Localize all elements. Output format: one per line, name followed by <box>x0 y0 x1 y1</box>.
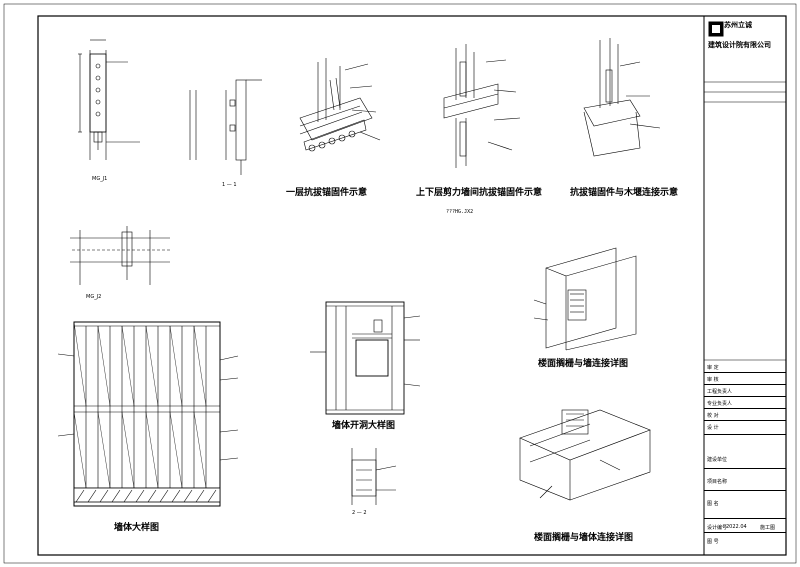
mg-j2-detail <box>70 226 172 285</box>
row-discipline-lead: 专业负责人 <box>707 401 733 407</box>
row-approve: 审 定 <box>707 365 719 371</box>
mg-j2-label: MG_J2 <box>86 294 102 300</box>
section-2-2-label: 2 — 2 <box>352 510 367 516</box>
joist-wall-title-2: 楼面搁栅与墙体连接详图 <box>534 533 634 543</box>
tb-divider-2 <box>704 384 786 385</box>
tb-divider-7 <box>704 468 786 469</box>
joist-wall-detail-2 <box>519 409 651 501</box>
company-name: 苏州立诚 <box>724 21 752 29</box>
one-storey-anchor-sketch <box>299 58 381 152</box>
tb-divider-10 <box>704 532 786 533</box>
wall-opening-drawing <box>310 301 421 415</box>
section-2-2-detail <box>351 448 397 505</box>
joist-wall-detail-1 <box>533 247 637 351</box>
row-client: 建设单位 <box>707 457 728 463</box>
row-project-name: 项目名称 <box>707 479 728 485</box>
tb-divider-8 <box>704 490 786 491</box>
wall-detail-drawing <box>57 321 239 507</box>
outer-border <box>3 3 797 564</box>
section-1-1-detail <box>189 79 262 175</box>
row-drawing-number: 图 号 <box>707 539 719 545</box>
one-storey-anchor-title: 一层抗拔锚固件示意 <box>286 188 368 198</box>
title-block-frame <box>703 16 786 555</box>
tb-divider-6 <box>704 434 786 435</box>
wall-opening-title: 墙体开洞大样图 <box>332 421 396 431</box>
stage-value: 施工图 <box>760 525 776 531</box>
company-full-name: 建筑设计院有限公司 <box>708 41 771 49</box>
row-review: 审 核 <box>707 377 719 383</box>
tb-divider-4 <box>704 408 786 409</box>
tb-divider-3 <box>704 396 786 397</box>
row-drawing-name: 图 名 <box>707 501 719 507</box>
date-value: 2022.04 <box>726 524 747 530</box>
row-check: 校 对 <box>707 413 719 419</box>
tb-divider-9 <box>704 518 786 519</box>
title-block: 苏州立诚 建筑设计院有限公司 审 定 审 核 工程负责人 专业负责人 校 对 设… <box>704 16 786 555</box>
tb-divider-5 <box>704 420 786 421</box>
shear-wall-anchor-sketch <box>443 44 521 168</box>
shear-wall-note: ???HG.JX2 <box>446 209 474 215</box>
row-design: 设 计 <box>707 425 719 431</box>
mg-j1-label: MG_J1 <box>92 176 108 182</box>
joist-wall-title-1: 楼面搁栅与墙连接详图 <box>538 359 629 369</box>
mg-j1-detail <box>78 39 140 160</box>
sill-anchor-title: 抗拔锚固件与木堰连接示意 <box>570 188 679 198</box>
shear-wall-anchor-title: 上下层剪力墙间抗拔锚固件示意 <box>416 188 543 198</box>
row-design-number: 设计编号 <box>707 525 728 531</box>
inner-border <box>37 15 787 556</box>
section-1-1-label: 1 — 1 <box>222 182 237 188</box>
row-project-lead: 工程负责人 <box>707 389 733 395</box>
tb-divider-1 <box>704 372 786 373</box>
wall-detail-title: 墙体大样图 <box>114 523 160 533</box>
sill-anchor-sketch <box>583 38 661 157</box>
